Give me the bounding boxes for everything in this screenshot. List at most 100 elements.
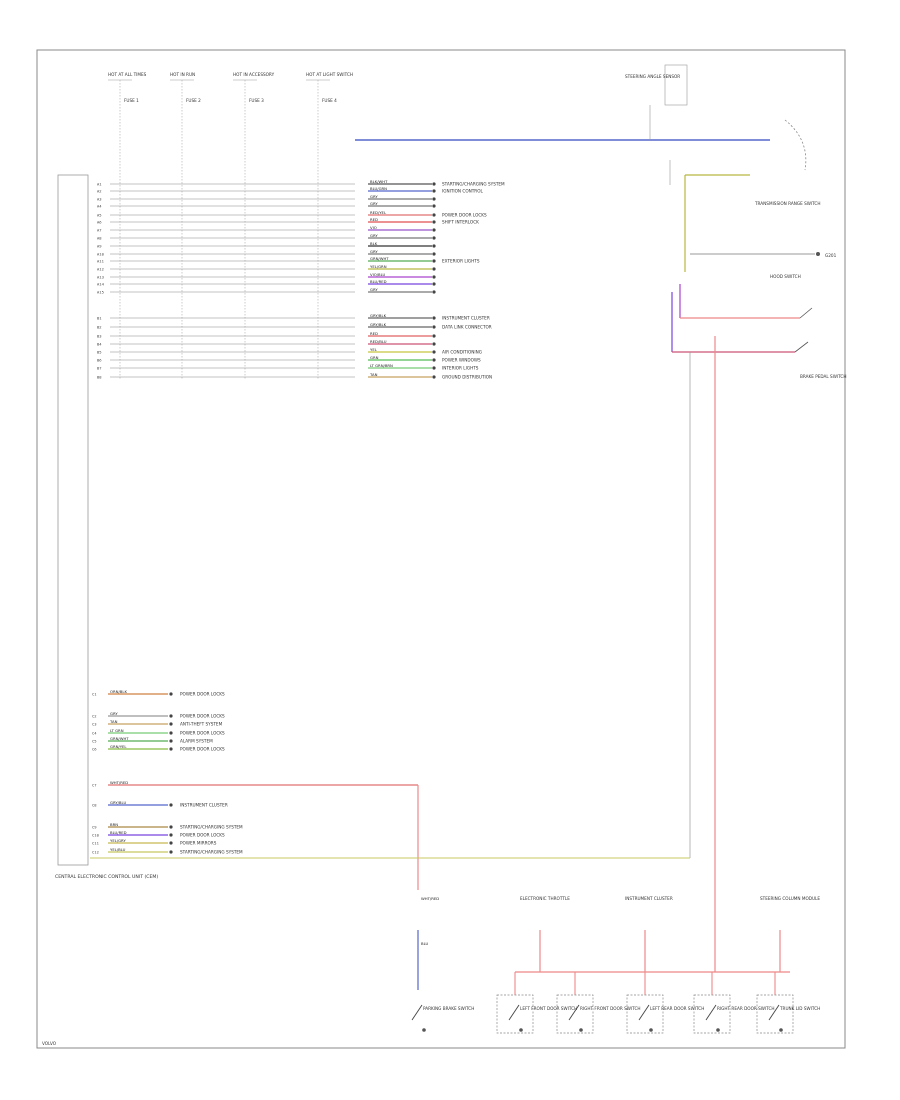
bottom-code-9: BLU/RED [110, 830, 127, 835]
switch-box-1 [496, 994, 534, 1034]
row-terminal-10 [432, 259, 436, 263]
row-code-7: GRY [370, 233, 378, 238]
bottom-text-11: STARTING/CHARGING SYSTEM [180, 850, 243, 855]
bottom-text-9: POWER DOOR LOCKS [180, 833, 225, 838]
bottom-text-8: STARTING/CHARGING SYSTEM [180, 825, 243, 830]
switch-ground-1 [519, 1028, 523, 1032]
switch-label-1: LEFT FRONT DOOR SWITCH [520, 1006, 577, 1011]
control-module-body [57, 174, 89, 866]
row-text-20: POWER WINDOWS [442, 358, 481, 363]
row-pin-5: A6 [97, 220, 102, 225]
switch-ground-2 [579, 1028, 583, 1032]
fuse-label-2: HOT IN ACCESSORY [233, 72, 275, 77]
ground-point [816, 252, 820, 256]
switch-ground-5 [779, 1028, 783, 1032]
row-terminal-14 [432, 290, 436, 294]
switch-ground-3 [649, 1028, 653, 1032]
switch-box-3 [626, 994, 664, 1034]
row-code-0: BLK/WHT [370, 179, 388, 184]
bottom-pin-3: C4 [92, 731, 97, 736]
row-pin-2: A3 [97, 197, 102, 202]
row-pin-9: A10 [97, 252, 105, 257]
bottom-terminal-4 [169, 739, 173, 743]
switch-label-4: RIGHT REAR DOOR SWITCH [717, 1006, 775, 1011]
switch-contact-0 [411, 1004, 423, 1021]
row-text-19: AIR CONDITIONING [442, 350, 482, 355]
row-code-11: YEL/GRN [370, 264, 387, 269]
row-terminal-22 [432, 375, 436, 379]
row-pin-17: B3 [97, 334, 102, 339]
bottom-terminal-11 [169, 850, 173, 854]
switch-top-label-1: INSTRUMENT CLUSTER [625, 896, 673, 901]
bottom-code-4: GRN/WHT [110, 736, 129, 741]
bottom-pin-11: C12 [92, 850, 99, 855]
switch-box-5 [756, 994, 794, 1034]
bottom-pin-10: C11 [92, 841, 100, 846]
switch-code-bot-0: BLU [421, 941, 429, 946]
bottom-pin-0: C1 [92, 692, 97, 697]
bottom-pin-6: C7 [92, 783, 97, 788]
row-terminal-0 [432, 182, 436, 186]
row-pin-8: A9 [97, 244, 102, 249]
row-terminal-19 [432, 350, 436, 354]
row-code-17: RED [370, 331, 378, 336]
row-pin-10: A11 [97, 259, 105, 264]
row-terminal-16 [432, 325, 436, 329]
row-code-8: BLK [370, 241, 378, 246]
switch-box-4 [693, 994, 731, 1034]
row-terminal-3 [432, 204, 436, 208]
row-terminal-6 [432, 228, 436, 232]
row-code-16: GRY/BLK [370, 322, 387, 327]
row-text-21: INTERIOR LIGHTS [442, 366, 479, 371]
switch-label-2: RIGHT FRONT DOOR SWITCH [580, 1006, 641, 1011]
switch-box-2 [556, 994, 594, 1034]
row-pin-7: A8 [97, 236, 102, 241]
switch-contact-3 [638, 1004, 650, 1021]
bottom-pin-2: C3 [92, 722, 97, 727]
row-terminal-11 [432, 267, 436, 271]
switch-label-3: LEFT REAR DOOR SWITCH [650, 1006, 704, 1011]
row-code-13: BLU/RED [370, 279, 387, 284]
row-pin-3: A4 [97, 204, 102, 209]
row-pin-19: B5 [97, 350, 102, 355]
bottom-terminal-0 [169, 692, 173, 696]
switch-code-top-0: WHT/RED [421, 896, 439, 901]
bottom-terminal-5 [169, 747, 173, 751]
row-pin-4: A5 [97, 213, 102, 218]
switch-label-5: TRUNK LID SWITCH [779, 1006, 820, 1011]
row-code-1: BLU/GRN [370, 186, 387, 191]
bottom-pin-4: C5 [92, 739, 97, 744]
row-code-9: GRY [370, 249, 378, 254]
row-pin-13: A14 [97, 282, 105, 287]
row-text-1: IGNITION CONTROL [442, 189, 484, 194]
row-text-5: SHIFT INTERLOCK [442, 220, 479, 225]
bottom-text-5: POWER DOOR LOCKS [180, 747, 225, 752]
bottom-code-3: LT GRN [110, 728, 124, 733]
row-code-3: GRY [370, 201, 378, 206]
range-switch-label: TRANSMISSION RANGE SWITCH [754, 201, 821, 206]
row-terminal-9 [432, 252, 436, 256]
row-code-4: RED/YEL [370, 210, 387, 215]
bottom-pin-8: C9 [92, 825, 97, 830]
bottom-text-0: POWER DOOR LOCKS [180, 692, 225, 697]
switch-contact-4 [705, 1004, 717, 1021]
hood-switch-label: HOOD SWITCH [770, 274, 801, 279]
control-module-label: CENTRAL ELECTRONIC CONTROL UNIT (CEM) [55, 874, 158, 880]
switch-contact-1 [508, 1004, 520, 1021]
bottom-terminal-8 [169, 825, 173, 829]
switch-ground-0 [422, 1028, 426, 1032]
bottom-text-7: INSTRUMENT CLUSTER [180, 803, 228, 808]
switch-contact-5 [768, 1004, 780, 1021]
row-terminal-7 [432, 236, 436, 240]
bottom-terminal-10 [169, 841, 173, 845]
fuse-label-1: HOT IN RUN [170, 72, 195, 77]
bottom-pin-9: C10 [92, 833, 100, 838]
fuse-name-3: FUSE 4 [322, 98, 337, 103]
row-terminal-18 [432, 342, 436, 346]
row-terminal-2 [432, 197, 436, 201]
row-pin-18: B4 [97, 342, 102, 347]
